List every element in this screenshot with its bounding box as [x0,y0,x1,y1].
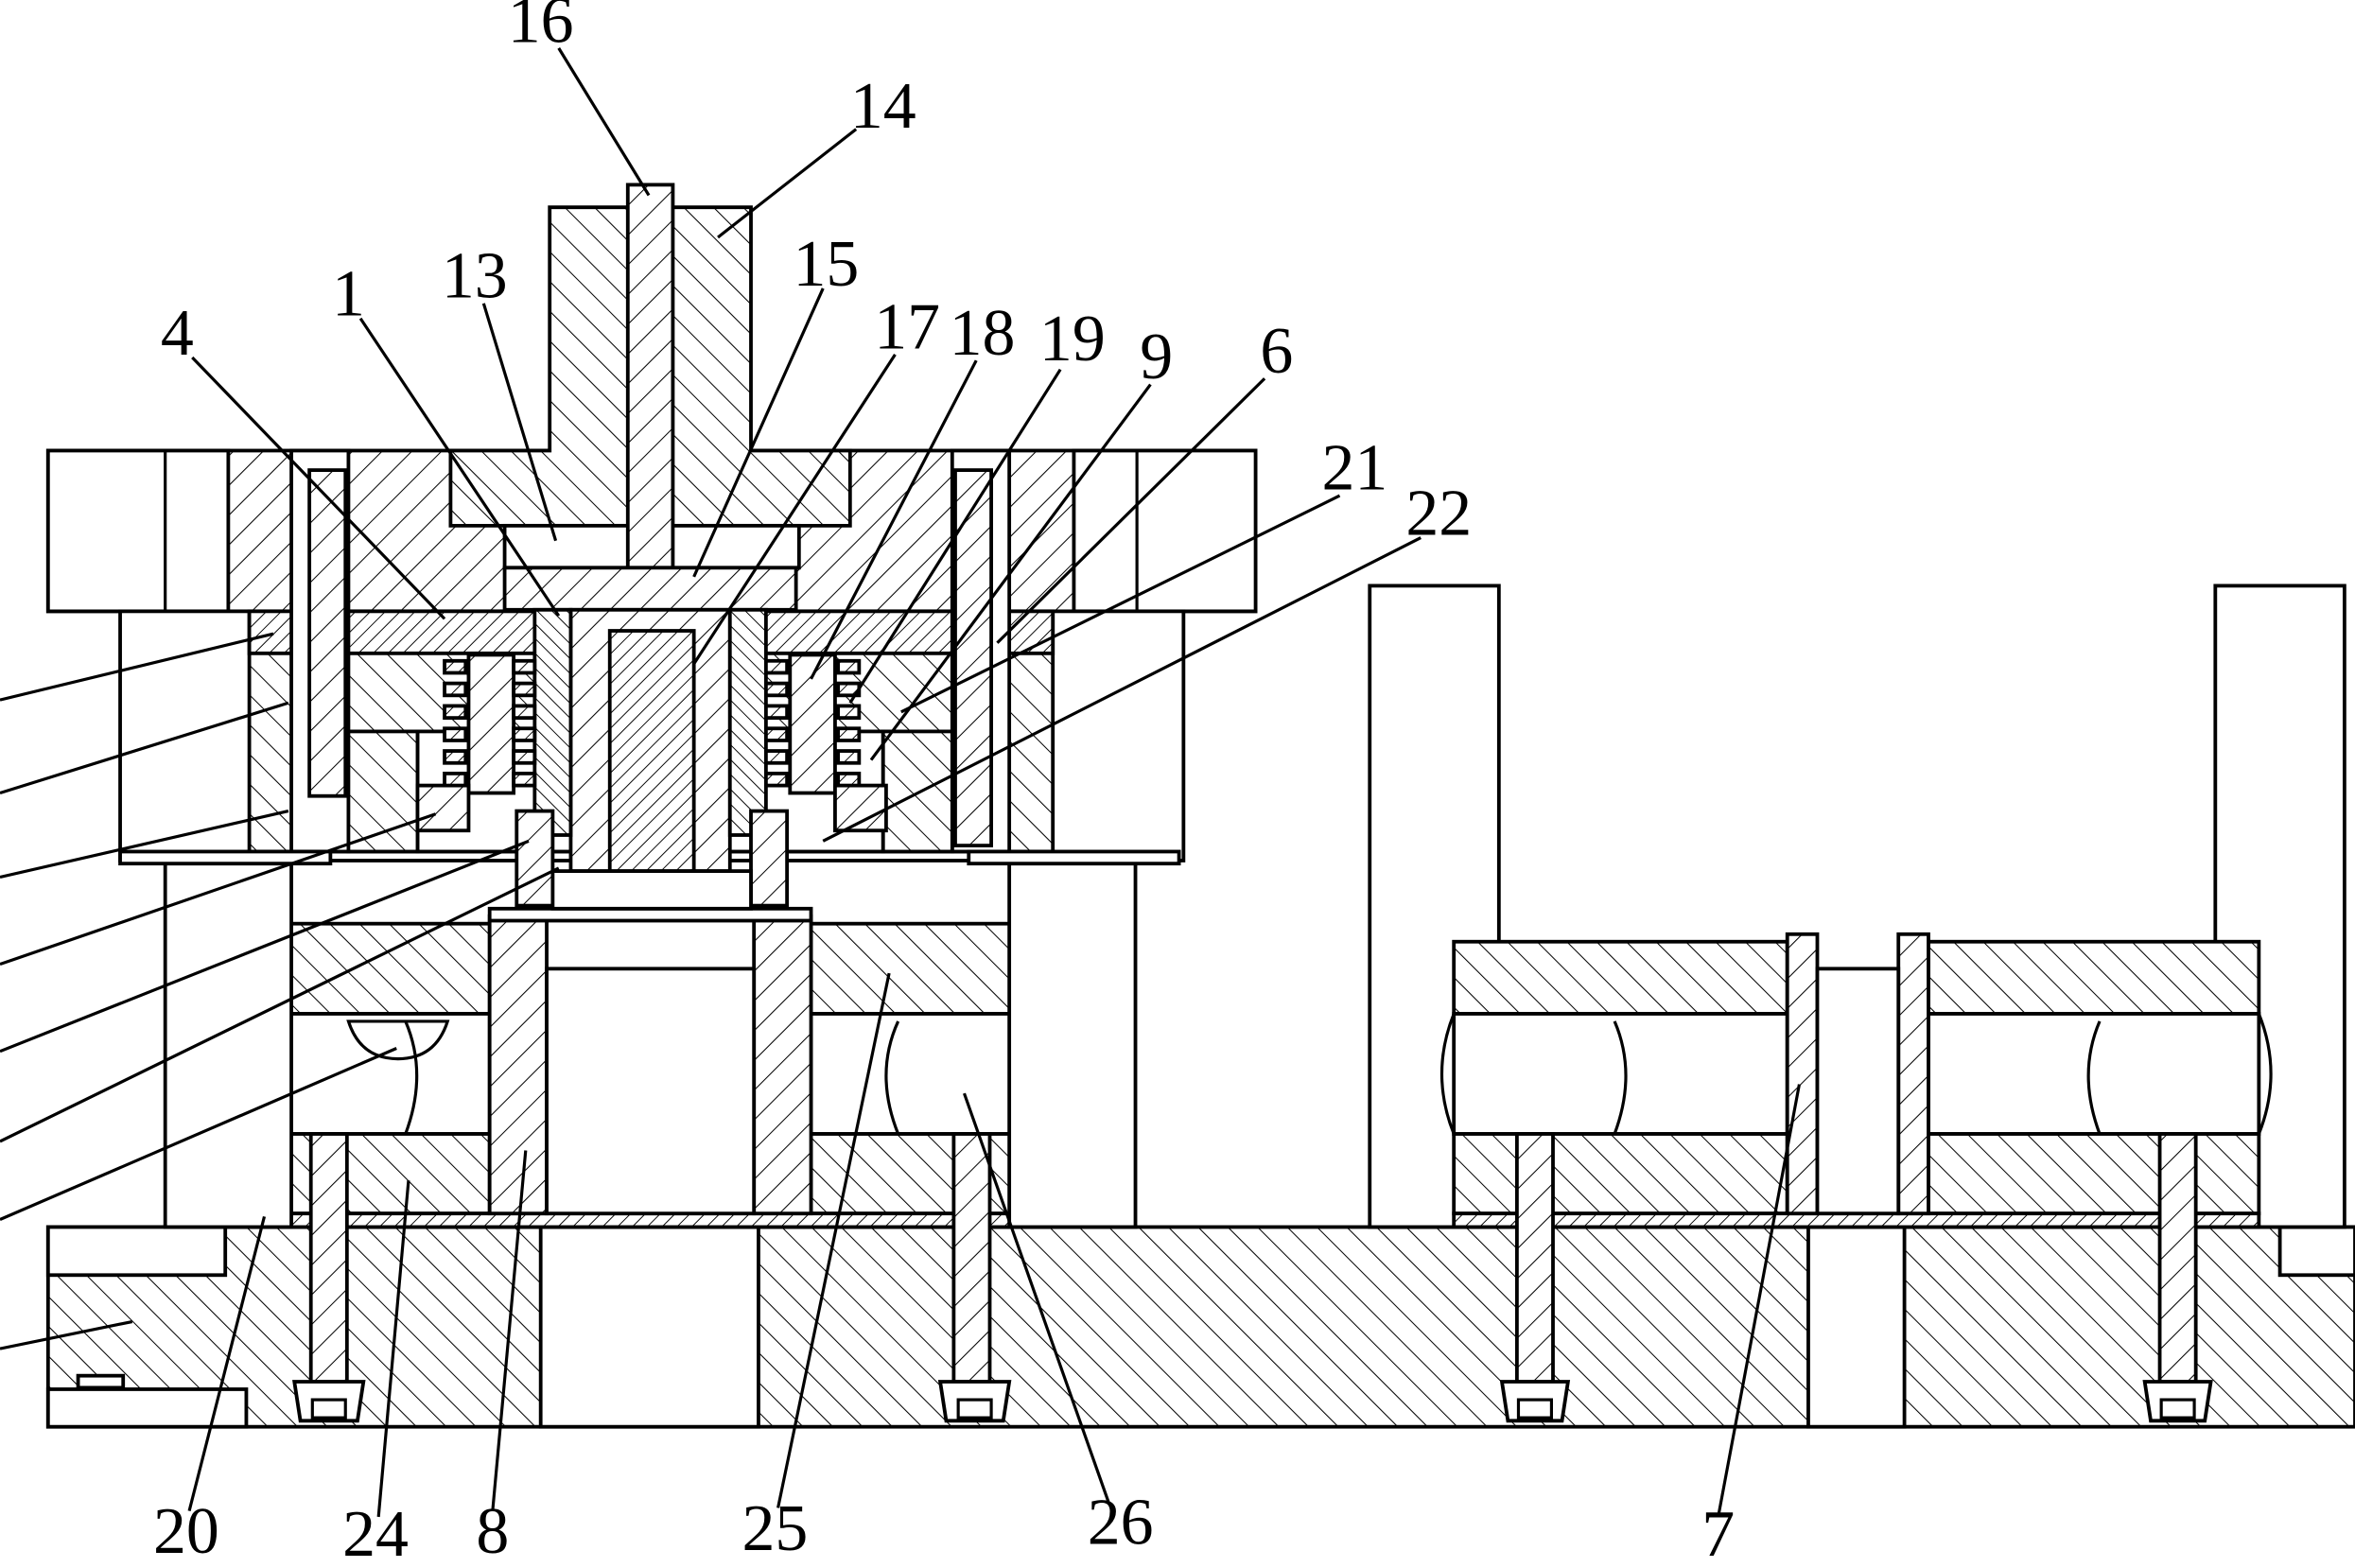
labels: 16 14 13 1 4 15 17 18 19 9 6 21 22 20 24… [153,0,1735,1568]
lower-die-left [163,862,1138,1423]
label-19: 19 [1039,303,1106,375]
label-15: 15 [793,228,859,301]
label-9: 9 [1140,321,1173,393]
leader-lines [0,47,1801,1518]
lower-die-right [1368,584,2346,1423]
label-26: 26 [1088,1487,1154,1559]
springs [443,658,862,788]
upper-die [45,183,1258,911]
label-17: 17 [874,290,940,363]
label-18: 18 [950,297,1016,370]
label-14: 14 [850,70,916,143]
label-1: 1 [332,258,365,331]
label-20: 20 [153,1495,219,1568]
label-8: 8 [476,1495,509,1568]
label-16: 16 [508,0,574,58]
label-21: 21 [1321,432,1387,505]
label-13: 13 [442,239,508,312]
label-4: 4 [161,297,194,370]
label-24: 24 [342,1498,409,1568]
label-22: 22 [1405,477,1472,549]
label-7: 7 [1701,1498,1735,1568]
label-25: 25 [741,1492,808,1565]
label-6: 6 [1260,315,1293,388]
